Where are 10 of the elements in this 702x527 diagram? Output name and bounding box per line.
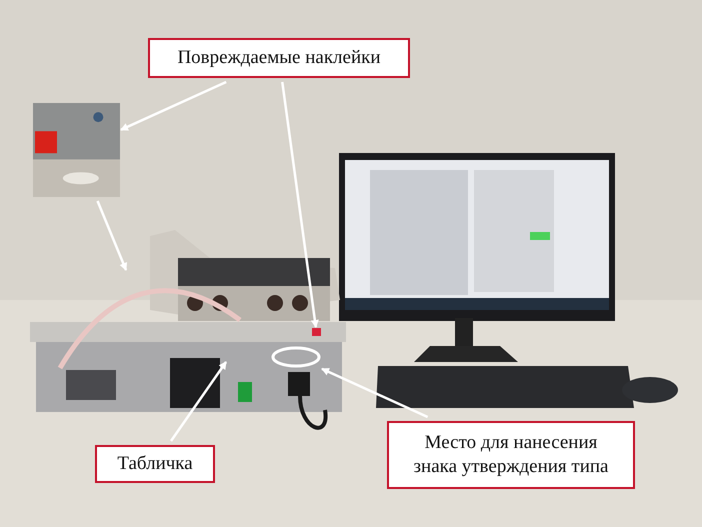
marking-ellipse [271, 346, 321, 368]
callout-label: Место для нанесения знака утверждения типа [387, 421, 635, 489]
arrow [281, 82, 319, 328]
arrow [120, 80, 227, 131]
leader-arrow [170, 361, 228, 442]
leader-arrow [96, 200, 128, 271]
seal-sticker [312, 328, 321, 336]
callout-label: Табличка [95, 445, 215, 483]
callout-label: Повреждаемые наклейки [148, 38, 410, 78]
inset-photo [33, 103, 120, 197]
